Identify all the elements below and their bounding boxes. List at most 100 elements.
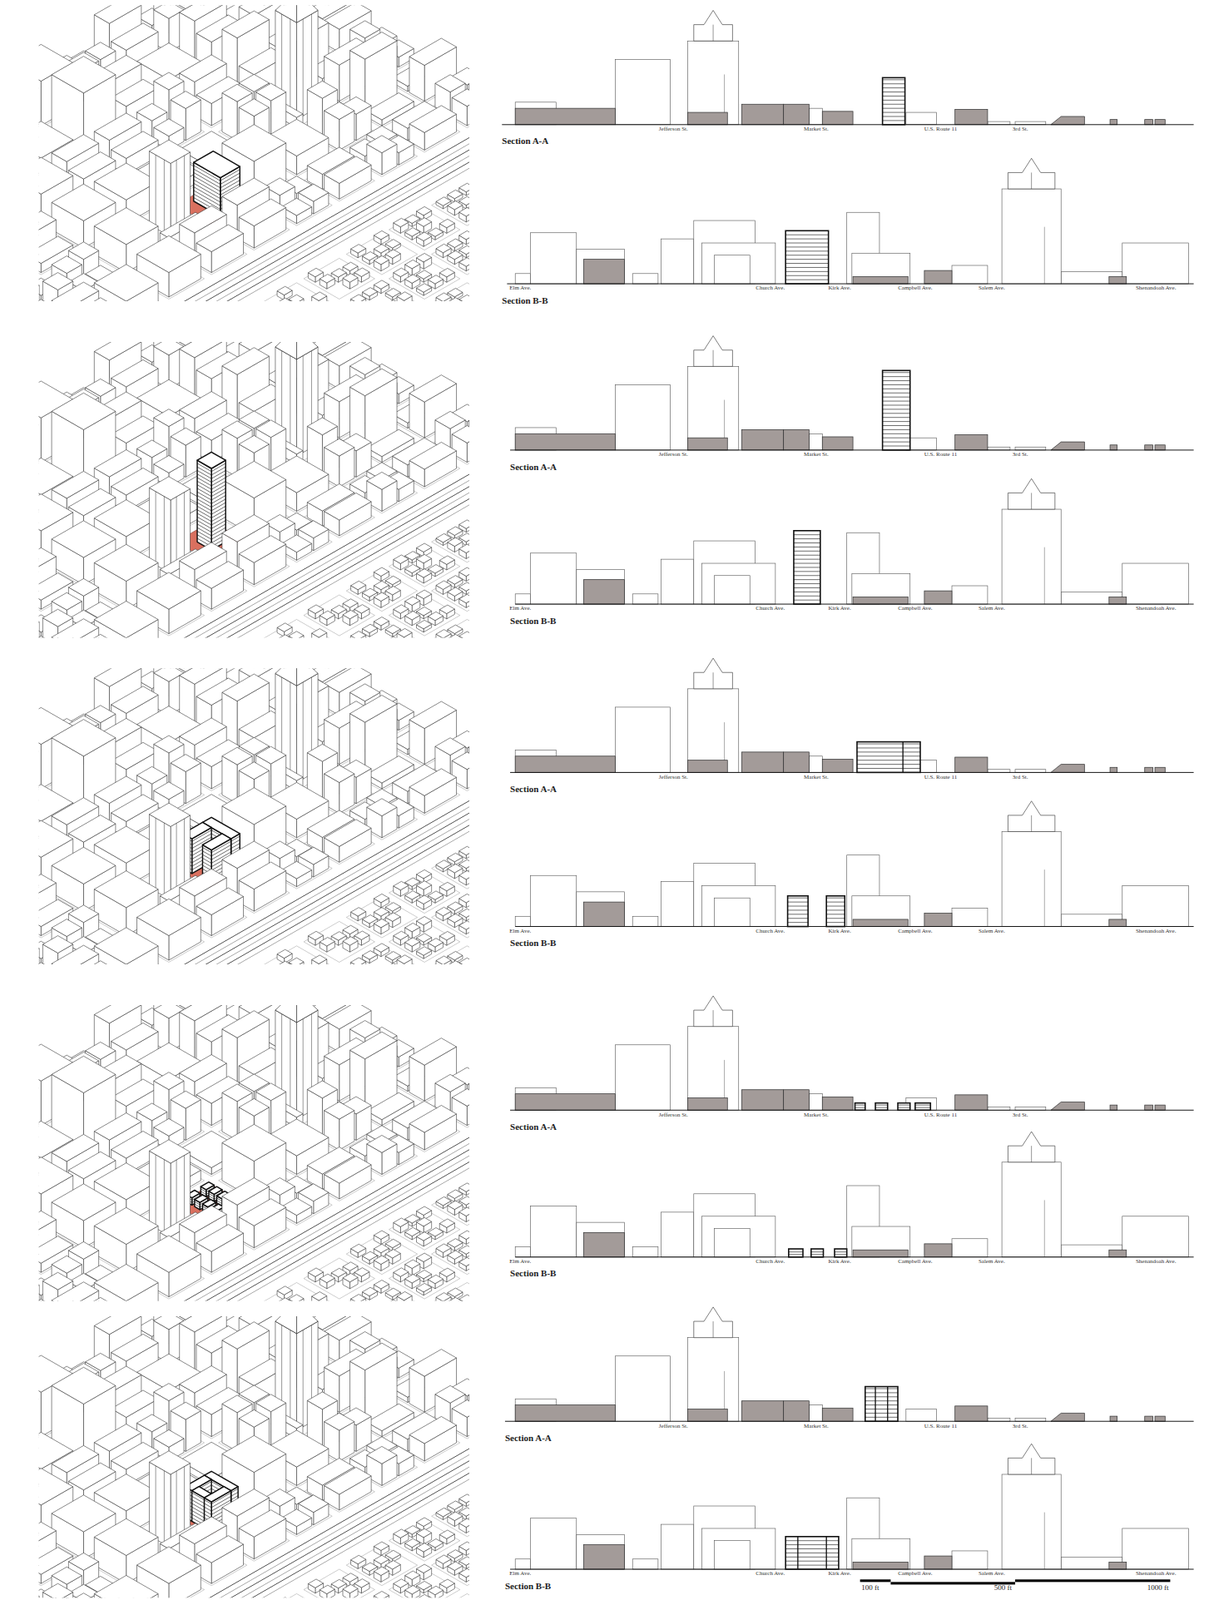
building-face: [435, 738, 466, 756]
building-face: [351, 631, 367, 639]
cut-building: [741, 104, 783, 125]
facade-line: [183, 818, 185, 892]
landmark-tower: [687, 688, 739, 773]
building-face: [459, 230, 470, 239]
cut-building: [1144, 119, 1154, 125]
cut-building: [1144, 767, 1154, 773]
rail-track: [61, 435, 470, 638]
section-a: [501, 9, 1194, 124]
tower-line: [1044, 869, 1046, 927]
building-face: [385, 575, 401, 585]
building-face: [39, 940, 40, 958]
cut-building: [852, 276, 908, 284]
building-face: [179, 4, 228, 21]
floor-line: [793, 595, 821, 597]
building-face: [396, 955, 412, 964]
existing-building: [576, 569, 625, 605]
facade-line: [155, 817, 157, 892]
building-face: [222, 347, 270, 375]
proposed-building: [785, 230, 828, 284]
building-face: [238, 762, 269, 780]
proposed-building: [857, 742, 921, 773]
existing-building: [987, 121, 1011, 125]
cut-building: [515, 433, 615, 451]
cut-building: [515, 108, 615, 125]
floor-line: [826, 913, 845, 915]
building-face: [298, 520, 329, 539]
floor-line: [882, 83, 906, 85]
floor-line: [882, 401, 911, 402]
rail-track: [55, 431, 470, 638]
building-face: [439, 267, 455, 277]
building-face: [459, 594, 470, 603]
building-face: [385, 239, 401, 248]
building-face: [350, 695, 398, 723]
cut-building: [1144, 445, 1154, 451]
city-block: [431, 521, 470, 563]
building-face: [39, 948, 40, 965]
building-face: [39, 211, 57, 238]
floor-line: [882, 119, 906, 121]
tower-crown: [1007, 801, 1055, 833]
cut-building: [741, 752, 783, 773]
facade-line: [163, 496, 165, 570]
building-face: [405, 611, 421, 620]
building-face: [222, 178, 270, 205]
cut-building: [955, 757, 988, 773]
floor-line: [211, 488, 226, 497]
building-face: [416, 946, 432, 956]
building-face: [366, 471, 397, 490]
building-face: [179, 668, 228, 684]
building-face: [459, 520, 470, 529]
building-face: [447, 575, 463, 585]
existing-building: [661, 881, 694, 927]
cut-building: [583, 901, 625, 927]
building-face: [39, 820, 74, 858]
floor-line: [211, 495, 226, 504]
building-face: [222, 841, 270, 868]
existing-building: [661, 559, 694, 605]
floor-line: [197, 513, 212, 522]
existing-building: [632, 594, 659, 605]
building-face: [68, 578, 99, 596]
floor-line: [882, 371, 911, 373]
building-face: [307, 267, 323, 277]
building-face: [51, 520, 116, 558]
floor-line: [197, 502, 212, 511]
building-face: [94, 208, 159, 245]
building-face: [451, 89, 470, 107]
building-face: [324, 438, 355, 456]
floor-line: [882, 384, 911, 386]
building-face: [197, 460, 212, 550]
floor-line: [793, 566, 821, 568]
building-face: [459, 893, 470, 902]
floor-line: [882, 396, 911, 398]
city-block: [431, 570, 470, 612]
floor-line: [785, 234, 828, 236]
ground-line: [510, 772, 1195, 773]
building-face: [137, 440, 168, 458]
floor-line: [882, 425, 911, 427]
building-face: [373, 893, 389, 902]
building-face: [39, 277, 40, 295]
building-face: [94, 826, 159, 863]
floor-line: [787, 906, 809, 907]
floor-line: [785, 246, 828, 248]
cut-building: [852, 596, 908, 605]
cut-building: [924, 270, 952, 284]
building-face: [447, 526, 463, 536]
floor-line: [785, 242, 828, 244]
rail-track: [66, 101, 470, 302]
building-face: [447, 951, 463, 960]
cut-building: [583, 579, 625, 605]
floor-line: [882, 421, 911, 422]
building-face: [222, 787, 287, 825]
floor-line: [192, 830, 212, 842]
tower-crown: [297, 341, 319, 360]
floor-line: [882, 416, 911, 418]
floor-line: [857, 743, 921, 745]
building-face: [416, 218, 432, 227]
building-face: [324, 156, 372, 184]
existing-building: [530, 232, 577, 284]
building-face: [51, 945, 100, 965]
